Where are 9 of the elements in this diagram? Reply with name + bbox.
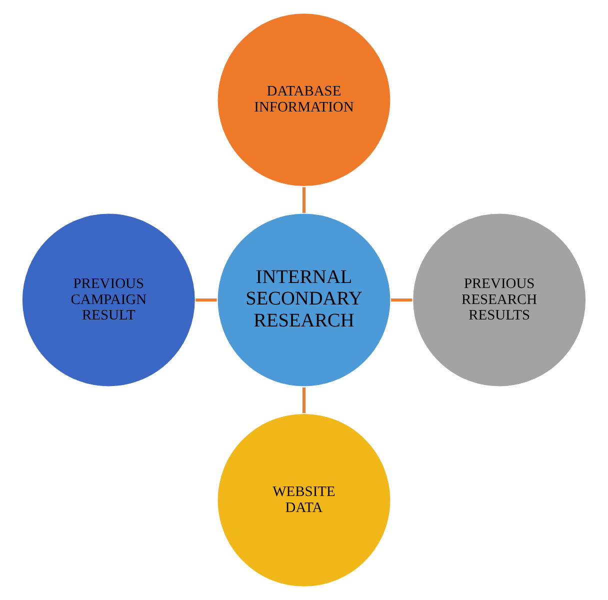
node-circle: DATABASE INFORMATION — [216, 12, 392, 188]
connector — [302, 387, 306, 414]
connector — [302, 187, 306, 213]
connector — [196, 298, 217, 302]
connector — [391, 298, 412, 302]
node-circle: PREVIOUS RESEARCH RESULTS — [412, 212, 587, 388]
node-circle: PREVIOUS CAMPAIGN RESULT — [21, 212, 196, 388]
node-circle: WEBSITE DATA — [216, 412, 392, 588]
node-circle: INTERNAL SECONDARY RESEARCH — [216, 212, 392, 388]
